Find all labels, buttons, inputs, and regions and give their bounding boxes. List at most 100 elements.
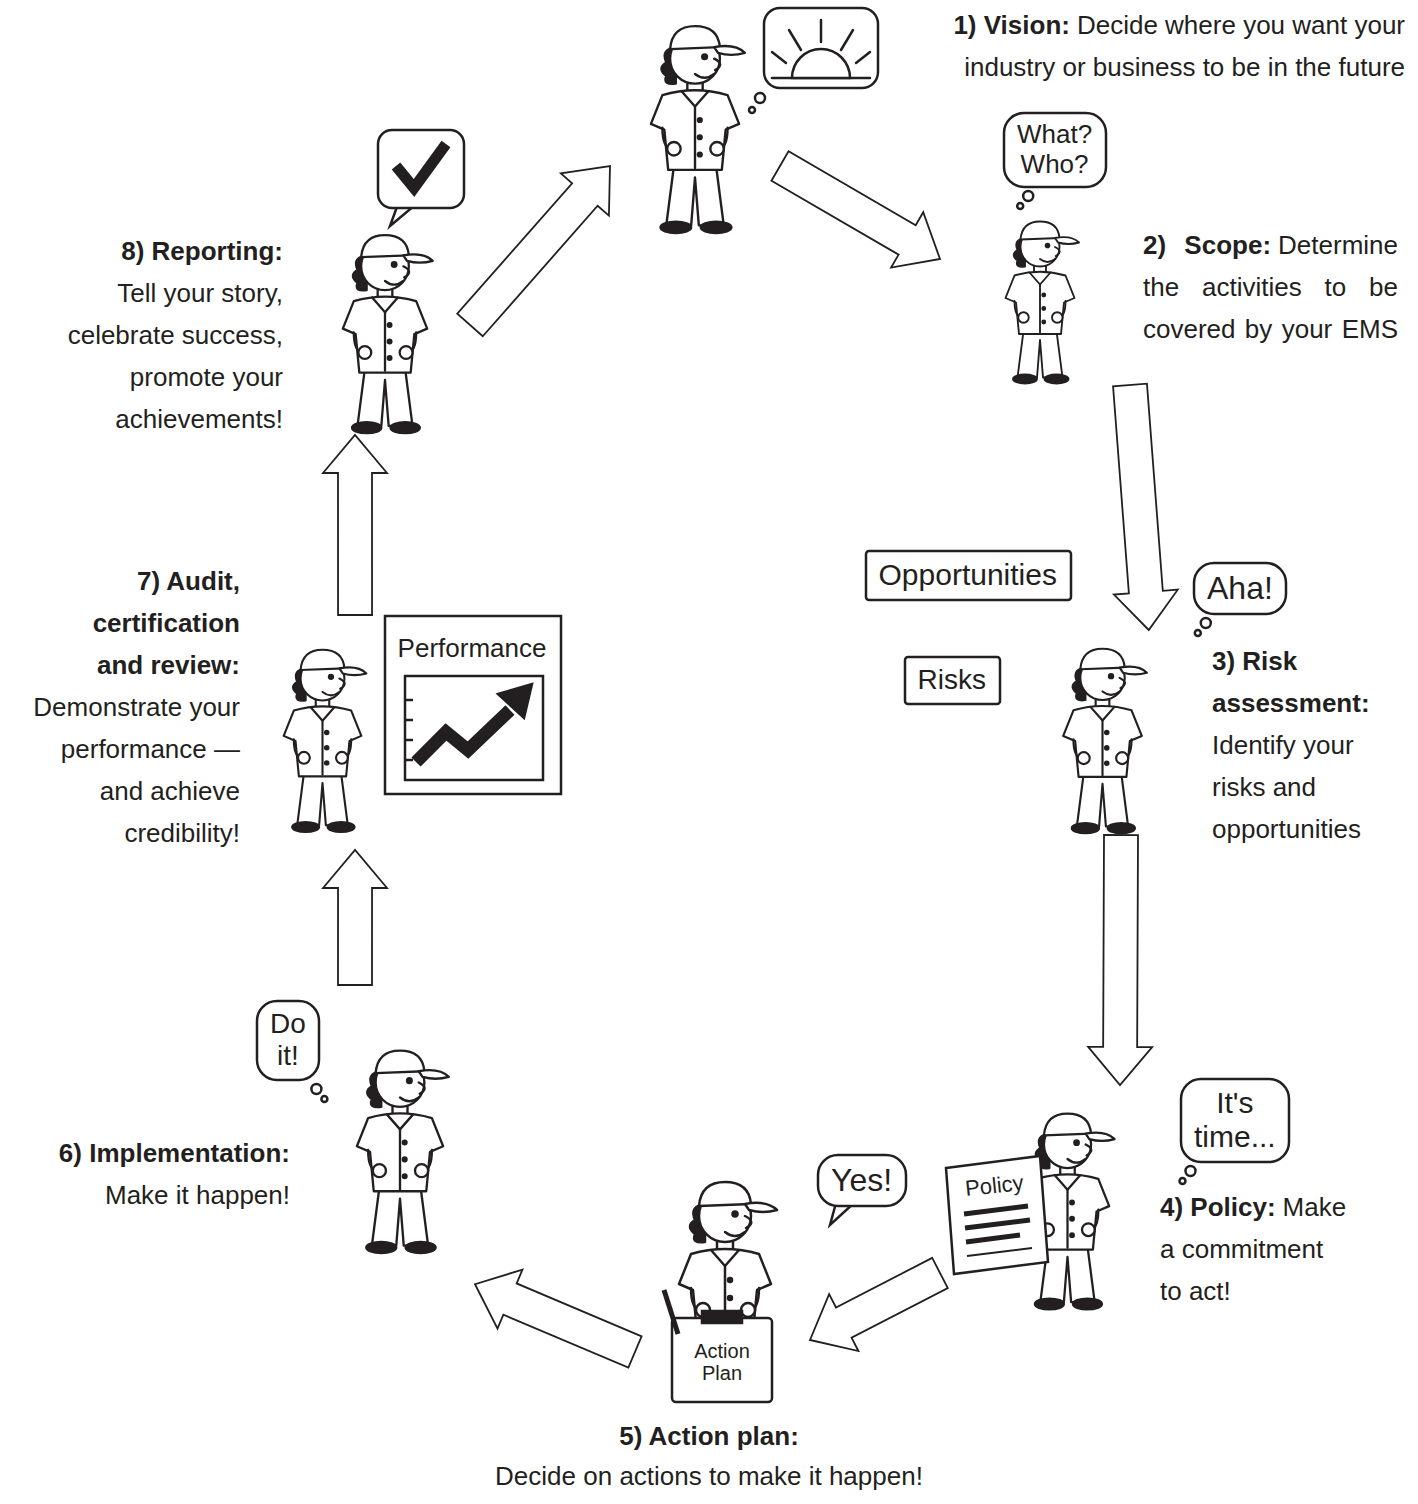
sunrise-thought-bubble [841, 30, 853, 50]
step-caption: 8) Reporting:Tell your story, celebrate … [58, 230, 283, 440]
bubble-outline [257, 1001, 319, 1080]
prop-text: Policy [964, 1171, 1025, 1201]
step-heading: 1) Vision: [953, 10, 1070, 40]
prop-text: Performance [398, 634, 547, 663]
sunrise-thought-bubble [749, 107, 755, 113]
sunrise-thought-bubble [792, 49, 850, 78]
audit-figure [284, 650, 367, 832]
step-caption: 1) Vision:Decide where you want your ind… [885, 4, 1405, 88]
policy-paper [946, 1156, 1048, 1274]
performance-board [385, 616, 561, 794]
bubble-tail [1017, 203, 1023, 209]
bubble-text: Opportunities [865, 550, 1071, 601]
step-caption: 4) Policy:Make a commitment to act! [1160, 1186, 1350, 1312]
step-figure-area: 4) Policy:Make a commitment to act! [940, 1085, 1140, 1320]
flow-arrow [475, 1270, 642, 1368]
performance-board [405, 759, 413, 762]
scope-figure [1006, 222, 1080, 384]
performance-board [405, 699, 413, 702]
bubble-text: It's time... [1180, 1078, 1290, 1163]
bubble-text: Risks [904, 656, 1000, 704]
flow-arrow [771, 151, 940, 267]
bubble-tail [321, 1096, 327, 1102]
step-caption: 6) Implementation:Make it happen! [10, 1132, 290, 1216]
flow-arrow [457, 166, 610, 336]
bubble-outline [1181, 1079, 1289, 1162]
walking-figure [357, 1051, 449, 1254]
step-caption: 7) Audit, certification and review:Demon… [5, 560, 240, 854]
action-clipboard [672, 1318, 772, 1402]
step-heading: 5) Action plan: [359, 1416, 1059, 1456]
bubble-text: Aha! [1193, 562, 1287, 615]
step-figure-area: 6) Implementation:Make it happen! [325, 985, 475, 1300]
step-description: Make it happen! [10, 1174, 290, 1216]
speech-bubble: Do it! [256, 1000, 320, 1081]
prop-label: Policy [964, 1171, 1025, 1201]
sign-board: Opportunities [865, 550, 1072, 601]
bubble-tail [311, 1084, 321, 1094]
speech-bubble: It's time... [1180, 1078, 1290, 1163]
bubble-tail [1180, 1178, 1186, 1184]
bubble-tail [1201, 618, 1211, 628]
sunrise-thought-bubble [772, 52, 786, 63]
performance-board [385, 616, 561, 794]
step-heading: 6) Implementation: [10, 1132, 290, 1174]
step-heading: 7) Audit, certification and review: [50, 560, 240, 686]
step-description: Decide on actions to make it happen! [359, 1456, 1059, 1496]
speech-bubble: What? Who? [1003, 112, 1107, 188]
policy-paper [946, 1156, 1048, 1274]
sunrise-thought-bubble [856, 52, 870, 63]
bubble-outline [1180, 1079, 1290, 1184]
policy-paper [964, 1206, 1028, 1214]
step-caption: 2) Scope:Determine the activities to be … [1143, 224, 1398, 350]
bubble-tail [1023, 191, 1033, 201]
vision-figure [651, 26, 745, 233]
step-caption: 5) Action plan:Decide on actions to make… [359, 1416, 1059, 1496]
bubble-text: What? Who? [1003, 112, 1106, 188]
prop-label: Action Plan [694, 1340, 750, 1384]
bubble-outline [1194, 563, 1286, 614]
reporting-figure [343, 235, 433, 433]
prop-text: Action Plan [694, 1340, 750, 1384]
performance-board [405, 676, 543, 780]
sunrise-thought-bubble [789, 30, 801, 50]
speech-bubble: Aha! [1193, 562, 1287, 615]
action-clipboard [702, 1311, 742, 1323]
step-figure-area: 2) Scope:Determine the activities to be … [940, 205, 1140, 385]
flow-arrow [1088, 835, 1152, 1085]
sunrise-thought-bubble [755, 93, 765, 103]
speech-bubble: Yes! [817, 1154, 907, 1207]
flow-arrow [323, 850, 387, 985]
sunrise-thought-bubble [749, 8, 878, 113]
policy-paper [965, 1220, 1030, 1228]
prop-label: Performance [398, 634, 547, 663]
step-caption: 3) Risk assessment:Identify your risks a… [1212, 640, 1392, 850]
bubble-outline [905, 657, 1000, 704]
sunrise-thought-bubble [764, 8, 878, 88]
bubble-outline [818, 1155, 906, 1206]
risk-figure [1063, 649, 1147, 834]
sunrise-thought-bubble [820, 20, 823, 42]
bubble-outline [905, 657, 1000, 704]
flow-arrow [810, 1258, 948, 1351]
action-clipboard [664, 1290, 772, 1402]
bubble-outline [866, 551, 1071, 600]
step-heading: 8) Reporting: [58, 230, 283, 272]
action-clipboard [664, 1290, 678, 1334]
bubble-text: Do it! [256, 1000, 320, 1080]
bubble-outline [1004, 113, 1106, 209]
step-description: Demonstrate your performance — and achie… [25, 686, 240, 854]
bubble-outline [257, 1001, 327, 1102]
check-speech-bubble [378, 130, 464, 208]
policy-paper [966, 1235, 1020, 1242]
step-heading: 2) Scope: [1143, 230, 1271, 260]
bubble-text: Yes! [817, 1154, 906, 1207]
flow-arrow [1113, 384, 1178, 630]
flow-arrow [323, 435, 387, 615]
bubble-outline [866, 551, 1071, 600]
step-figure-area: 8) Reporting:Tell your story, celebrate … [300, 215, 470, 435]
step-figure-area: 3) Risk assessment:Identify your risks a… [1010, 630, 1195, 835]
step-description: Tell your story, celebrate success, prom… [58, 272, 283, 440]
